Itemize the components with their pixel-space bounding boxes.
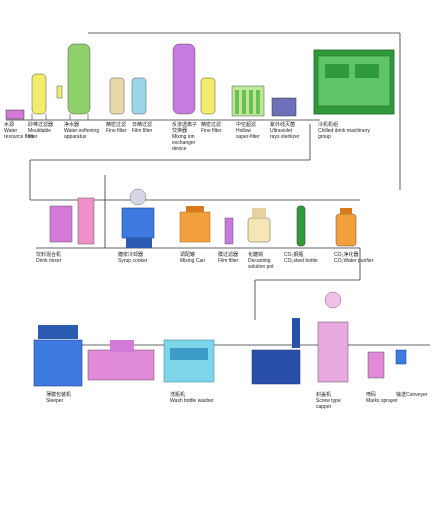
film-filter2-label: 膜过滤器 Film filter xyxy=(218,252,239,264)
film-filter-tank xyxy=(131,77,147,115)
fine-filter2-label: 精密过滤 Fine filter xyxy=(201,122,222,134)
syrup-cooker-label: 糖浆冷却器 Syrup cooker xyxy=(118,252,148,264)
ion-exchanger-label: 反渗透离子 交换器 Mixing ion exchanger device xyxy=(172,122,198,152)
sprayer-label: 喷码 Marks sprayer xyxy=(366,392,398,404)
co2-bottle xyxy=(296,205,306,247)
hollow-fiber-unit xyxy=(231,85,265,117)
co2-purifier-tank xyxy=(335,208,357,247)
solution-pot-label: 化糖锅 Decanting solution pot xyxy=(248,252,274,270)
fine-filter-label: 精密过滤 Fine filter xyxy=(106,122,127,134)
sleeper-machine xyxy=(33,325,83,387)
drink-mixer-machine xyxy=(49,197,95,245)
fine-filter-tank xyxy=(109,77,125,115)
wash-bottle-machine xyxy=(163,339,215,383)
solution-pot-tank xyxy=(247,208,271,243)
filling-machine xyxy=(251,318,301,385)
film-filter-label: 日精过滤 Film filter xyxy=(132,122,153,134)
uv-sterilizer-label: 紫外线灭菌 Ultraviolet rays sterilizer xyxy=(270,122,300,140)
co2-bottle-label: CO₂钢瓶 CO₂steel bottle xyxy=(284,252,318,264)
ion-exchanger-tank xyxy=(172,43,196,115)
syrup-cooker-machine xyxy=(121,188,155,248)
washer-label: 洗瓶机 Wash bottle washer xyxy=(170,392,214,404)
mouldable-filter-tank xyxy=(31,73,47,115)
water-source-tank xyxy=(5,109,25,120)
fine-filter2-tank xyxy=(200,77,216,115)
chilled-group-label: 冷机机组 Chilled drink machinery group xyxy=(318,122,370,140)
chilled-group-machine xyxy=(313,49,395,115)
co2-purifier-label: CO₂净化器 CO₂Water purifier xyxy=(334,252,374,264)
sleeper-label: 薄膜包装机 Sleeper xyxy=(46,392,72,404)
mouldable-filter-label: 砂棒过滤器 Mouldable filter xyxy=(28,122,54,140)
row1-pipes xyxy=(6,32,401,200)
capper-label: 封盖机 Screw type capper xyxy=(316,392,341,410)
marks-sprayer xyxy=(367,351,385,379)
water-source-label: 水源 Water resource flow xyxy=(4,122,34,140)
water-softener-tank xyxy=(67,43,91,115)
uv-sterilizer-box xyxy=(271,97,297,117)
drink-mixer-label: 饮料混合机 Drink mixer xyxy=(36,252,62,264)
conveyor-label: 输送Conveyer xyxy=(396,392,428,398)
film-filter2-tank xyxy=(224,217,234,245)
row3-pipes xyxy=(40,248,430,346)
mixing-can-tank xyxy=(179,206,211,243)
bottle-washer-machine xyxy=(87,340,155,381)
hollow-fiber-label: 中空超滤 Hollow super-filter xyxy=(236,122,260,140)
capper-machine xyxy=(317,291,349,383)
conveyor-end xyxy=(395,349,407,365)
mixing-can-label: 调配罐 Mixing Can xyxy=(180,252,206,264)
softening-label: 净水器 Water-softening apparatus xyxy=(64,122,100,140)
